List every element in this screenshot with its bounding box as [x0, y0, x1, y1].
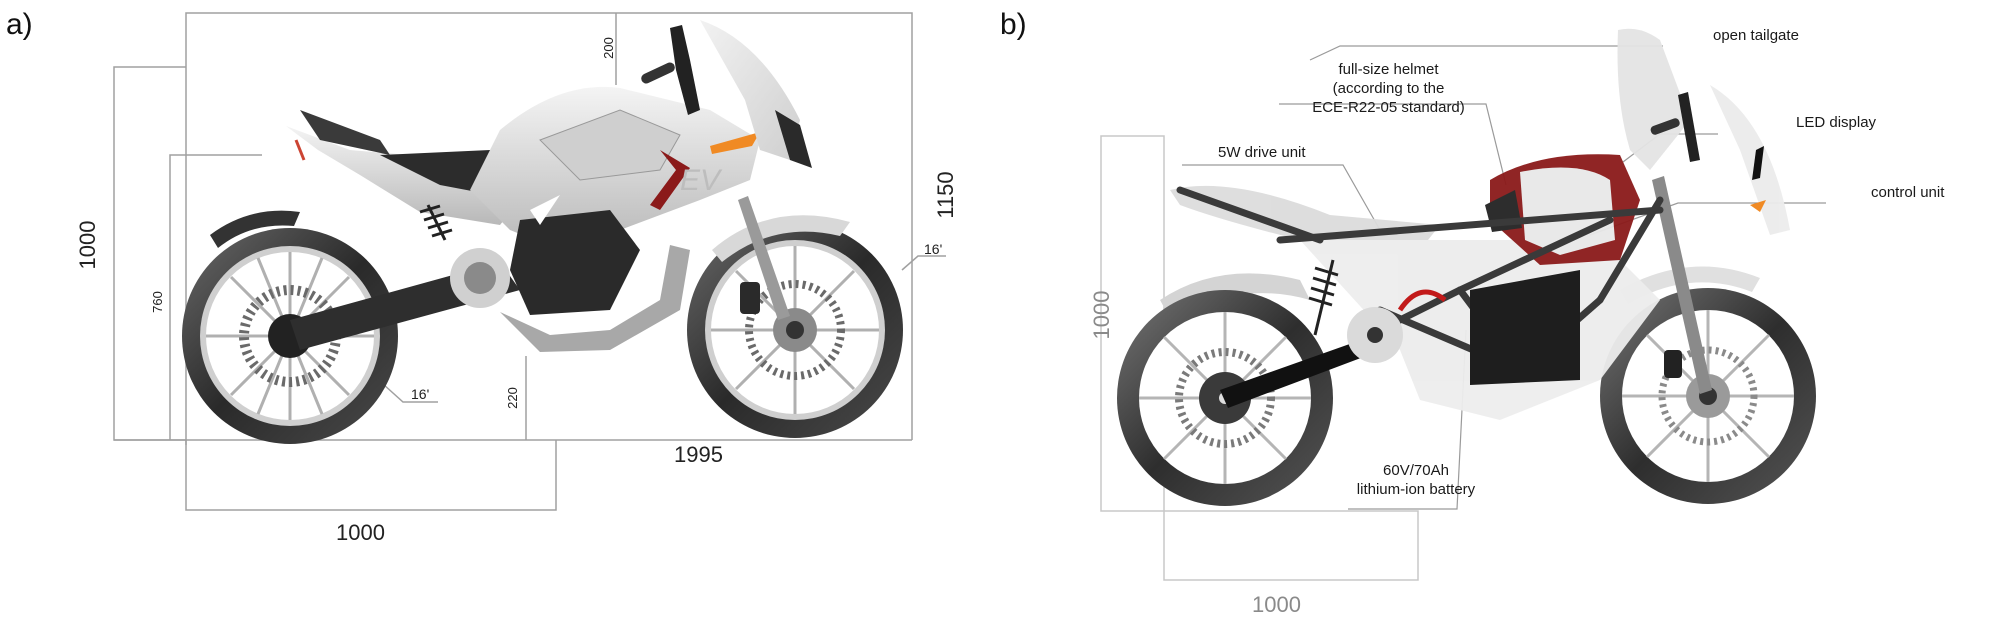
- dim-overall-height-left: 1000: [75, 220, 100, 270]
- callout-helmet: full-size helmet (according to the ECE-R…: [1301, 60, 1476, 117]
- dim-ground-clearance: 220: [505, 387, 520, 409]
- callout-led-display: LED display: [1796, 114, 1877, 131]
- callout-battery-line1: 60V/70Ah: [1383, 462, 1449, 479]
- dim-overall-length: 1995: [674, 442, 723, 467]
- battery-b: [1470, 270, 1580, 385]
- panel-b-label: b): [1000, 8, 1027, 41]
- rear-wheel-a: [182, 210, 398, 444]
- callout-helmet-line2: (according to the: [1332, 80, 1445, 97]
- dim-handlebar-rise: 200: [601, 37, 616, 59]
- dim-overall-height-right: 1150: [933, 171, 958, 219]
- motorcycle-b-drawing: [1100, 28, 1826, 581]
- front-wheel-b: [1600, 176, 1816, 504]
- body-a: EV: [286, 20, 812, 352]
- dim-bottom-width: 1000: [336, 520, 385, 545]
- dim-height-b: 1000: [1089, 290, 1114, 340]
- dimension-lines-a: [113, 12, 946, 511]
- dim-front-wheel-size: 16': [924, 241, 943, 257]
- callout-battery: 60V/70Ah lithium-ion battery: [1352, 461, 1480, 499]
- dim-seat-height: 760: [150, 291, 165, 313]
- ev-badge: EV: [680, 164, 723, 197]
- callout-helmet-line3: ECE-R22-05 standard): [1312, 99, 1465, 116]
- callout-drive-unit: 5W drive unit: [1218, 144, 1306, 161]
- panel-a-side-view-dimensions: a): [6, 8, 958, 545]
- panel-a-label: a): [6, 8, 33, 41]
- dim-rear-wheel-size: 16': [411, 386, 430, 402]
- motorcycle-a-drawing: EV: [113, 12, 946, 511]
- panel-b-component-layout: b): [1000, 0, 2000, 622]
- front-wheel-a: [687, 196, 903, 438]
- callout-control-unit: control unit: [1871, 184, 1945, 201]
- dim-width-b: 1000: [1252, 592, 1301, 617]
- callout-open-tailgate: open tailgate: [1713, 27, 1799, 44]
- callout-helmet-line1: full-size helmet: [1338, 61, 1439, 78]
- callout-battery-line2: lithium-ion battery: [1356, 481, 1476, 498]
- swingarm-b: [1220, 335, 1382, 408]
